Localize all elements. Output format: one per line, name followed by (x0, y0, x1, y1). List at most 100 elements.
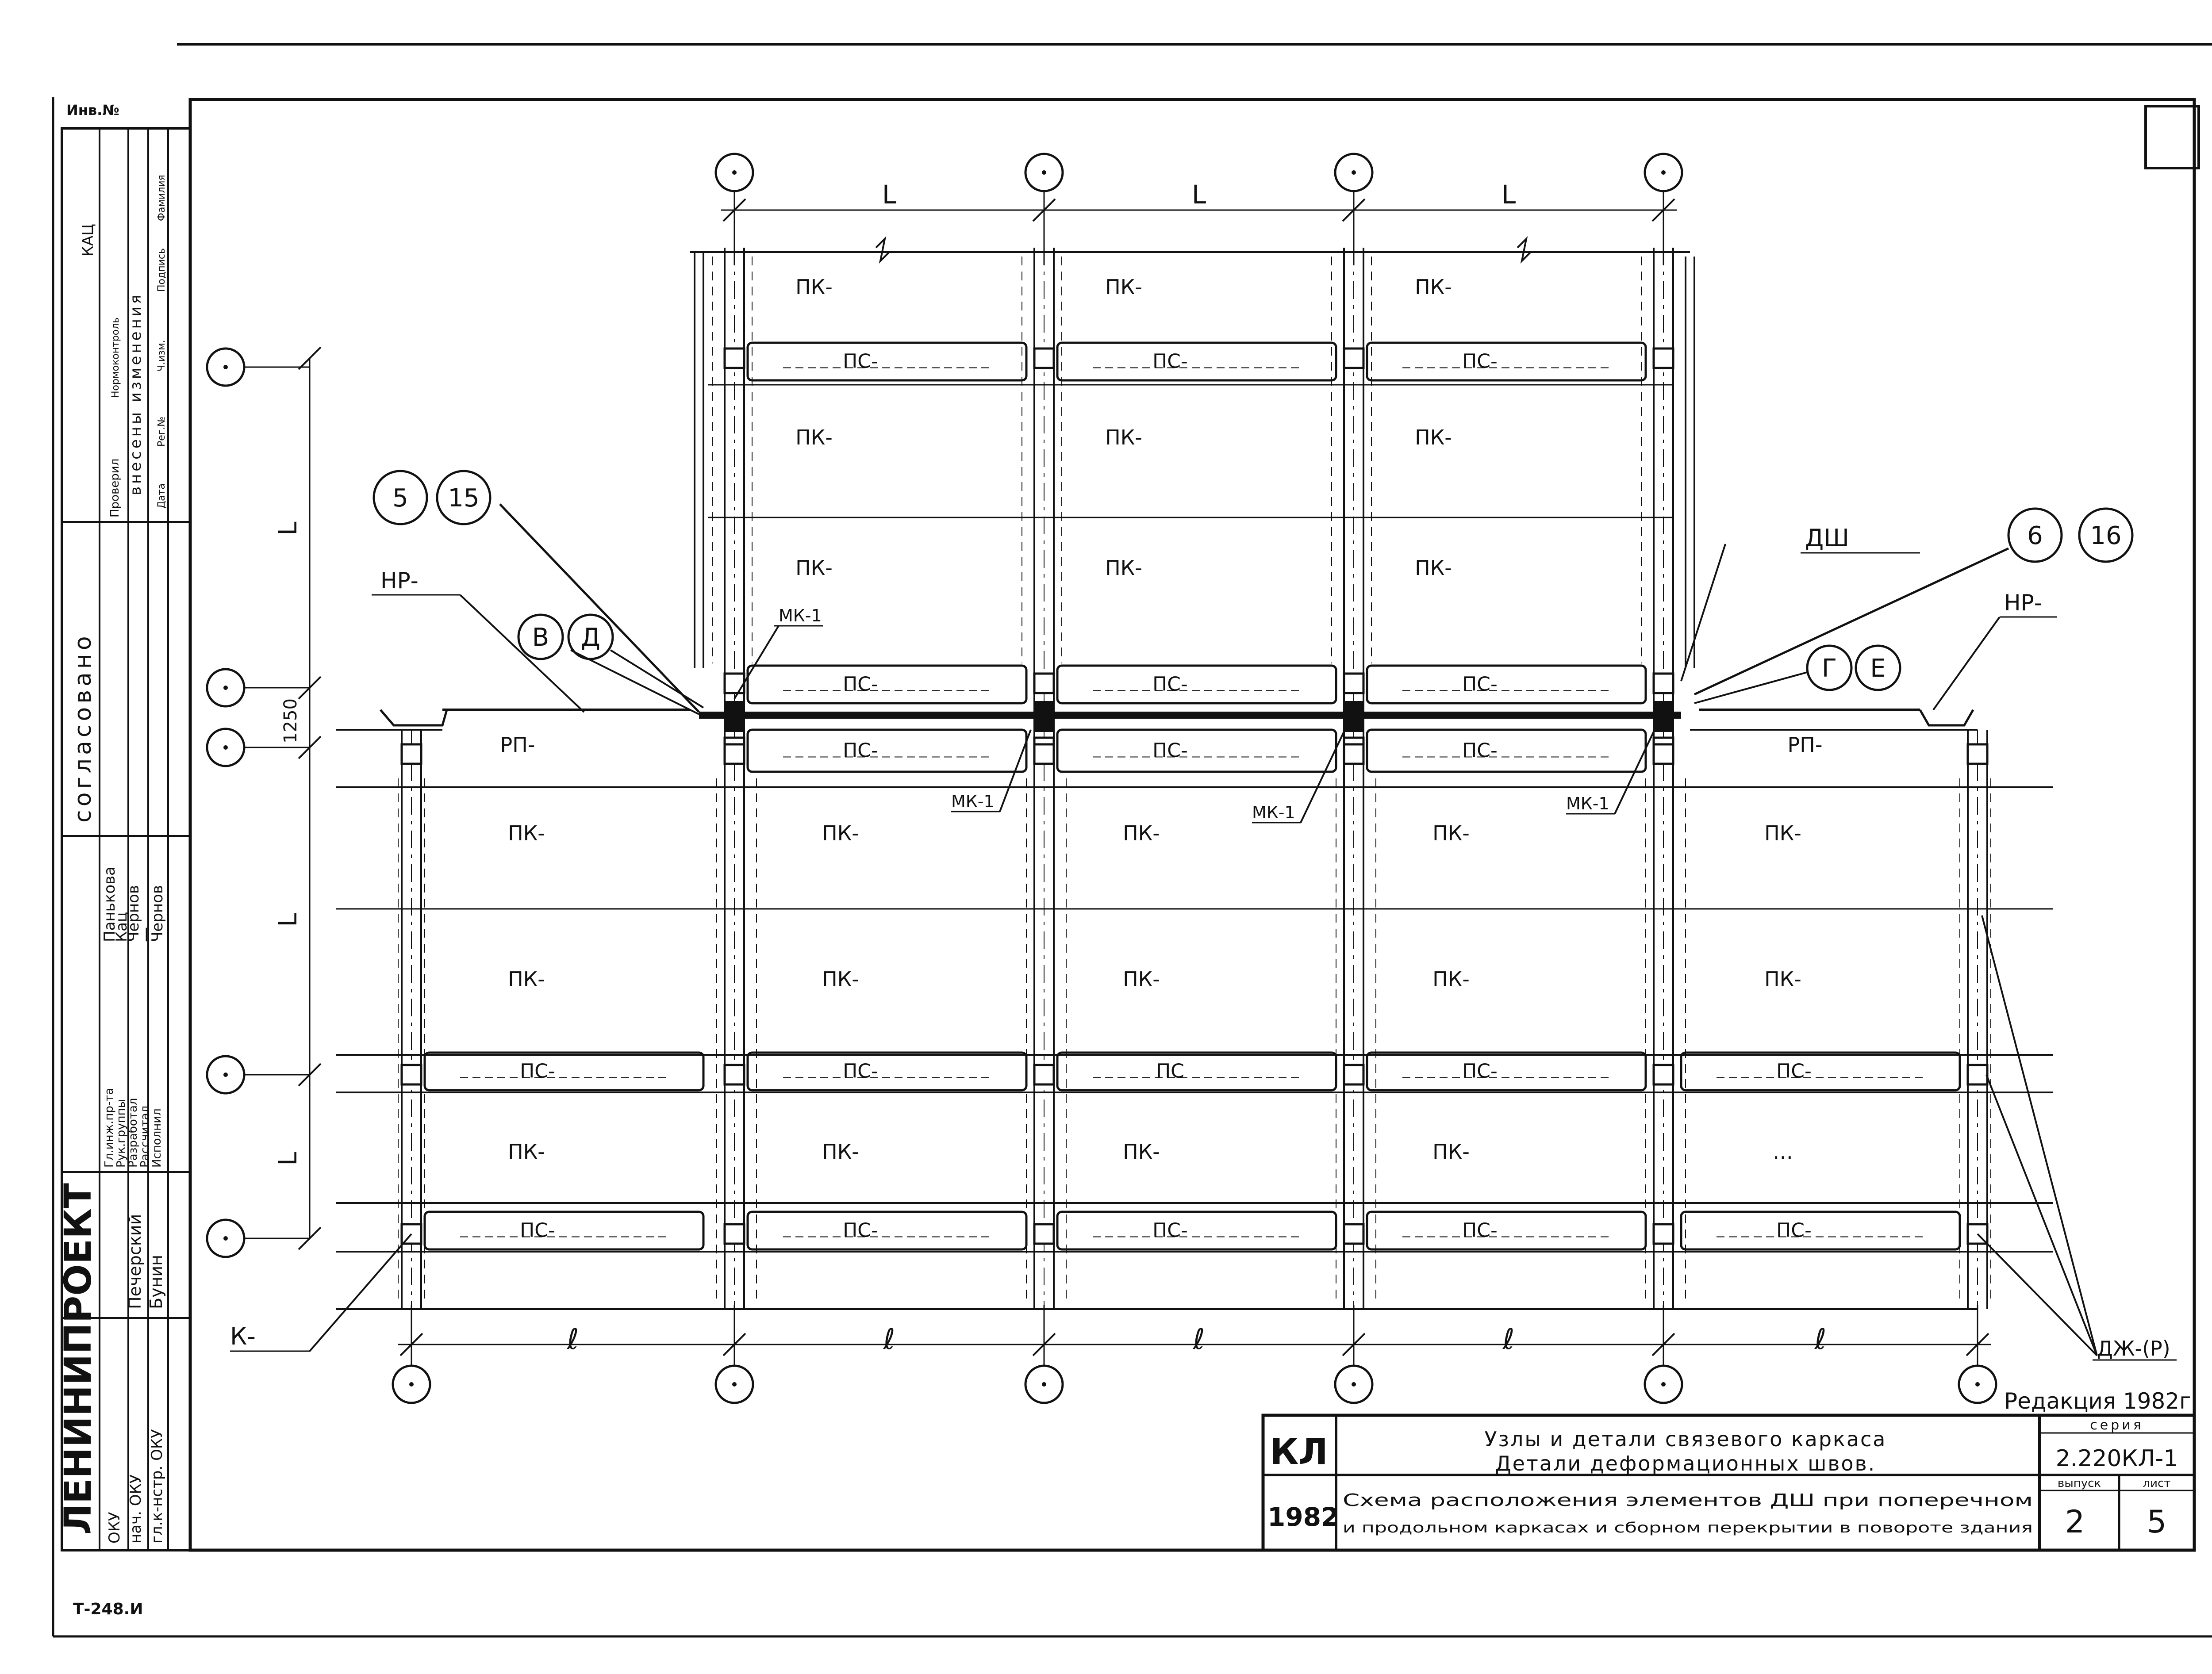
column-node (400, 1064, 422, 1086)
head-role: гл.к-нстр. ОКУ (148, 1429, 166, 1544)
column-node (723, 1064, 745, 1086)
column-node (400, 743, 422, 765)
mk-label: МК-1 (1252, 803, 1295, 822)
column-node (1652, 1223, 1674, 1245)
panel-label-pk: ПК- (1105, 425, 1142, 449)
changes-col-label: Подпись (156, 248, 167, 292)
axis-dot (1352, 1382, 1356, 1387)
node-callout-label: 15 (448, 484, 479, 513)
panel-label-ps: ПС- (843, 1060, 878, 1083)
column-node (723, 672, 745, 694)
changes-col-label: Дата (156, 483, 167, 509)
panel-label-pk: ПК- (1764, 967, 1801, 991)
section-callout-label: В (532, 623, 549, 652)
mk-label: МК-1 (951, 792, 995, 811)
panel-label-pk: ПК- (1123, 967, 1160, 991)
panel-label-ps: ПС- (1152, 1219, 1188, 1242)
dim-bottom-label: ℓ (567, 1323, 579, 1356)
role-name: Кац (113, 912, 131, 942)
node-callout-label: 16 (2090, 521, 2121, 550)
dim-bottom-label: ℓ (1502, 1323, 1514, 1356)
left-stamp: Инв.№ ЛЕНИНИПРОЕКТ согласовано Проверил … (56, 102, 192, 1551)
kac-label: КАЦ (79, 224, 97, 257)
series-value: 2.220КЛ-1 (2056, 1445, 2178, 1472)
section-callout (517, 613, 564, 660)
ps-slab (1680, 1051, 1961, 1092)
column-node (1966, 743, 1989, 765)
column-node (1033, 1223, 1055, 1245)
kl-code: КЛ (1270, 1431, 1328, 1472)
panel-label-rp: РП- (500, 733, 535, 757)
axis-dot (1661, 170, 1666, 175)
drawing-frame (188, 98, 2196, 1552)
axis-dot (1352, 170, 1356, 175)
revision-note: Редакция 1982г. (2004, 1388, 2198, 1414)
joint-node (1655, 701, 1672, 732)
head-role: ОКУ (106, 1512, 123, 1544)
ps-slab (1056, 728, 1337, 773)
panel-label-ps: ПС- (1462, 350, 1498, 373)
panel-label-pk: ПК- (1415, 425, 1452, 449)
head-name: Бунин (146, 1255, 166, 1309)
axis-dot (1042, 170, 1046, 175)
normcontrol-label: Нормоконтроль (110, 318, 121, 398)
role-name: Панькова (101, 866, 119, 942)
column-node (723, 1223, 745, 1245)
axis-dot (732, 170, 737, 175)
ps-slab (423, 1051, 705, 1092)
agreed-label: согласовано (70, 632, 96, 823)
column-node (1033, 743, 1055, 765)
break-mark (1517, 236, 1532, 264)
sheet-code: Т-248.И (73, 1600, 143, 1618)
role-label: Исполнил (150, 1108, 164, 1168)
panel-label-ps: ПС- (1152, 739, 1188, 762)
panel-label-ps: ПС- (1462, 739, 1498, 762)
panel-label-pk: ПК- (508, 967, 545, 991)
column-node (1343, 347, 1365, 369)
panel-label-ps: ПС- (1152, 350, 1188, 373)
node-callout (2078, 507, 2134, 563)
column-node (1343, 1064, 1365, 1086)
section-callout (567, 613, 614, 660)
column-node (1343, 743, 1365, 765)
issue-label: выпуск (2058, 1477, 2101, 1490)
panel-label-pk: ПК- (1764, 821, 1801, 845)
nr-bend (1919, 709, 1974, 727)
ps-slab (746, 341, 1028, 382)
column-node (1652, 1064, 1674, 1086)
panel-label-ps: ПС- (520, 1219, 555, 1242)
break-mark (875, 236, 890, 264)
role-label: Разработал (127, 1098, 140, 1168)
joint-node (726, 701, 743, 732)
axis-dot (409, 1382, 414, 1387)
issue-value: 2 (2065, 1504, 2085, 1540)
joint-node (1035, 701, 1053, 732)
panel-label-pk: ПК- (822, 821, 859, 845)
panel-label-ps: ПС- (1462, 1060, 1498, 1083)
inventory-label: Инв.№ (66, 102, 119, 119)
column-node (1652, 672, 1674, 694)
axis-dot (223, 365, 228, 369)
panel-label-ps: ПС- (1776, 1060, 1812, 1083)
section-callout-label: Е (1870, 654, 1886, 683)
dim-top-label: L (1192, 180, 1206, 210)
panel-label-ps: ПС- (1462, 1219, 1498, 1242)
panel-label-pk: … (1773, 1140, 1793, 1164)
panel-label-pk: ПК- (795, 425, 833, 449)
dzh-label: ДЖ-(Р) (2097, 1337, 2170, 1360)
roles-list: Гл.инж.пр-таПаньковаРук.группыКацРазрабо… (101, 866, 166, 1168)
head-name: Печерский (125, 1214, 145, 1309)
panel-label-pk: ПК- (1432, 967, 1470, 991)
section-callout-label: Д (581, 623, 600, 652)
title-line1: Узлы и детали связевого каркаса (1484, 1427, 1886, 1451)
ps-slab (1366, 1210, 1647, 1251)
axis-dot (223, 745, 228, 750)
role-label: Гл.инж.пр-та (103, 1088, 116, 1168)
node-callout-label: 6 (2027, 521, 2043, 550)
changes-col-label: Рег.№ (156, 417, 167, 447)
ps-slab (1366, 341, 1647, 382)
axis-dot (1661, 1382, 1666, 1387)
panel-label-pk: ПК- (822, 967, 859, 991)
